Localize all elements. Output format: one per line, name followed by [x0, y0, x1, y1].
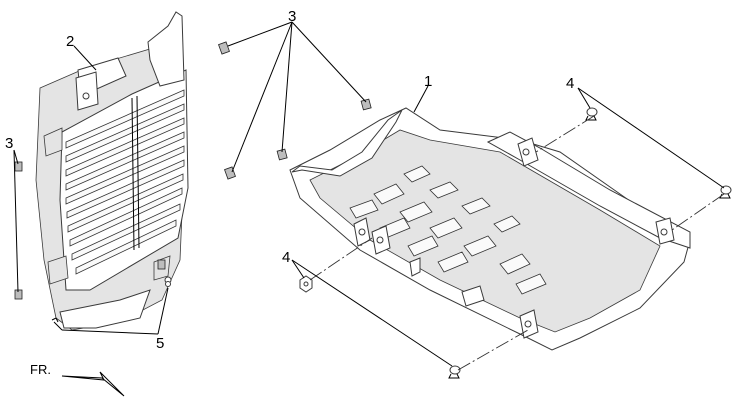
leader-lines — [13, 21, 725, 367]
callout-5: 5 — [156, 335, 164, 352]
direction-label: FR. — [30, 362, 51, 377]
direction-arrow-icon — [61, 371, 125, 397]
clip-fasteners-right — [276, 98, 372, 161]
callout-1: 1 — [424, 73, 432, 90]
assembly-centerlines — [309, 115, 725, 371]
front-direction-indicator: FR. — [30, 362, 125, 397]
skid-plate — [289, 107, 691, 351]
callout-2: 2 — [66, 33, 74, 50]
callout-4-bottom: 4 — [282, 249, 290, 266]
pin-fasteners — [51, 281, 171, 331]
callout-3-left: 3 — [5, 135, 13, 152]
skid-plate-slots — [349, 165, 547, 295]
front-grille-cover — [35, 11, 189, 331]
grille-louvres — [65, 89, 185, 275]
callout-3-top: 3 — [288, 8, 296, 25]
callout-4-top: 4 — [566, 75, 574, 92]
